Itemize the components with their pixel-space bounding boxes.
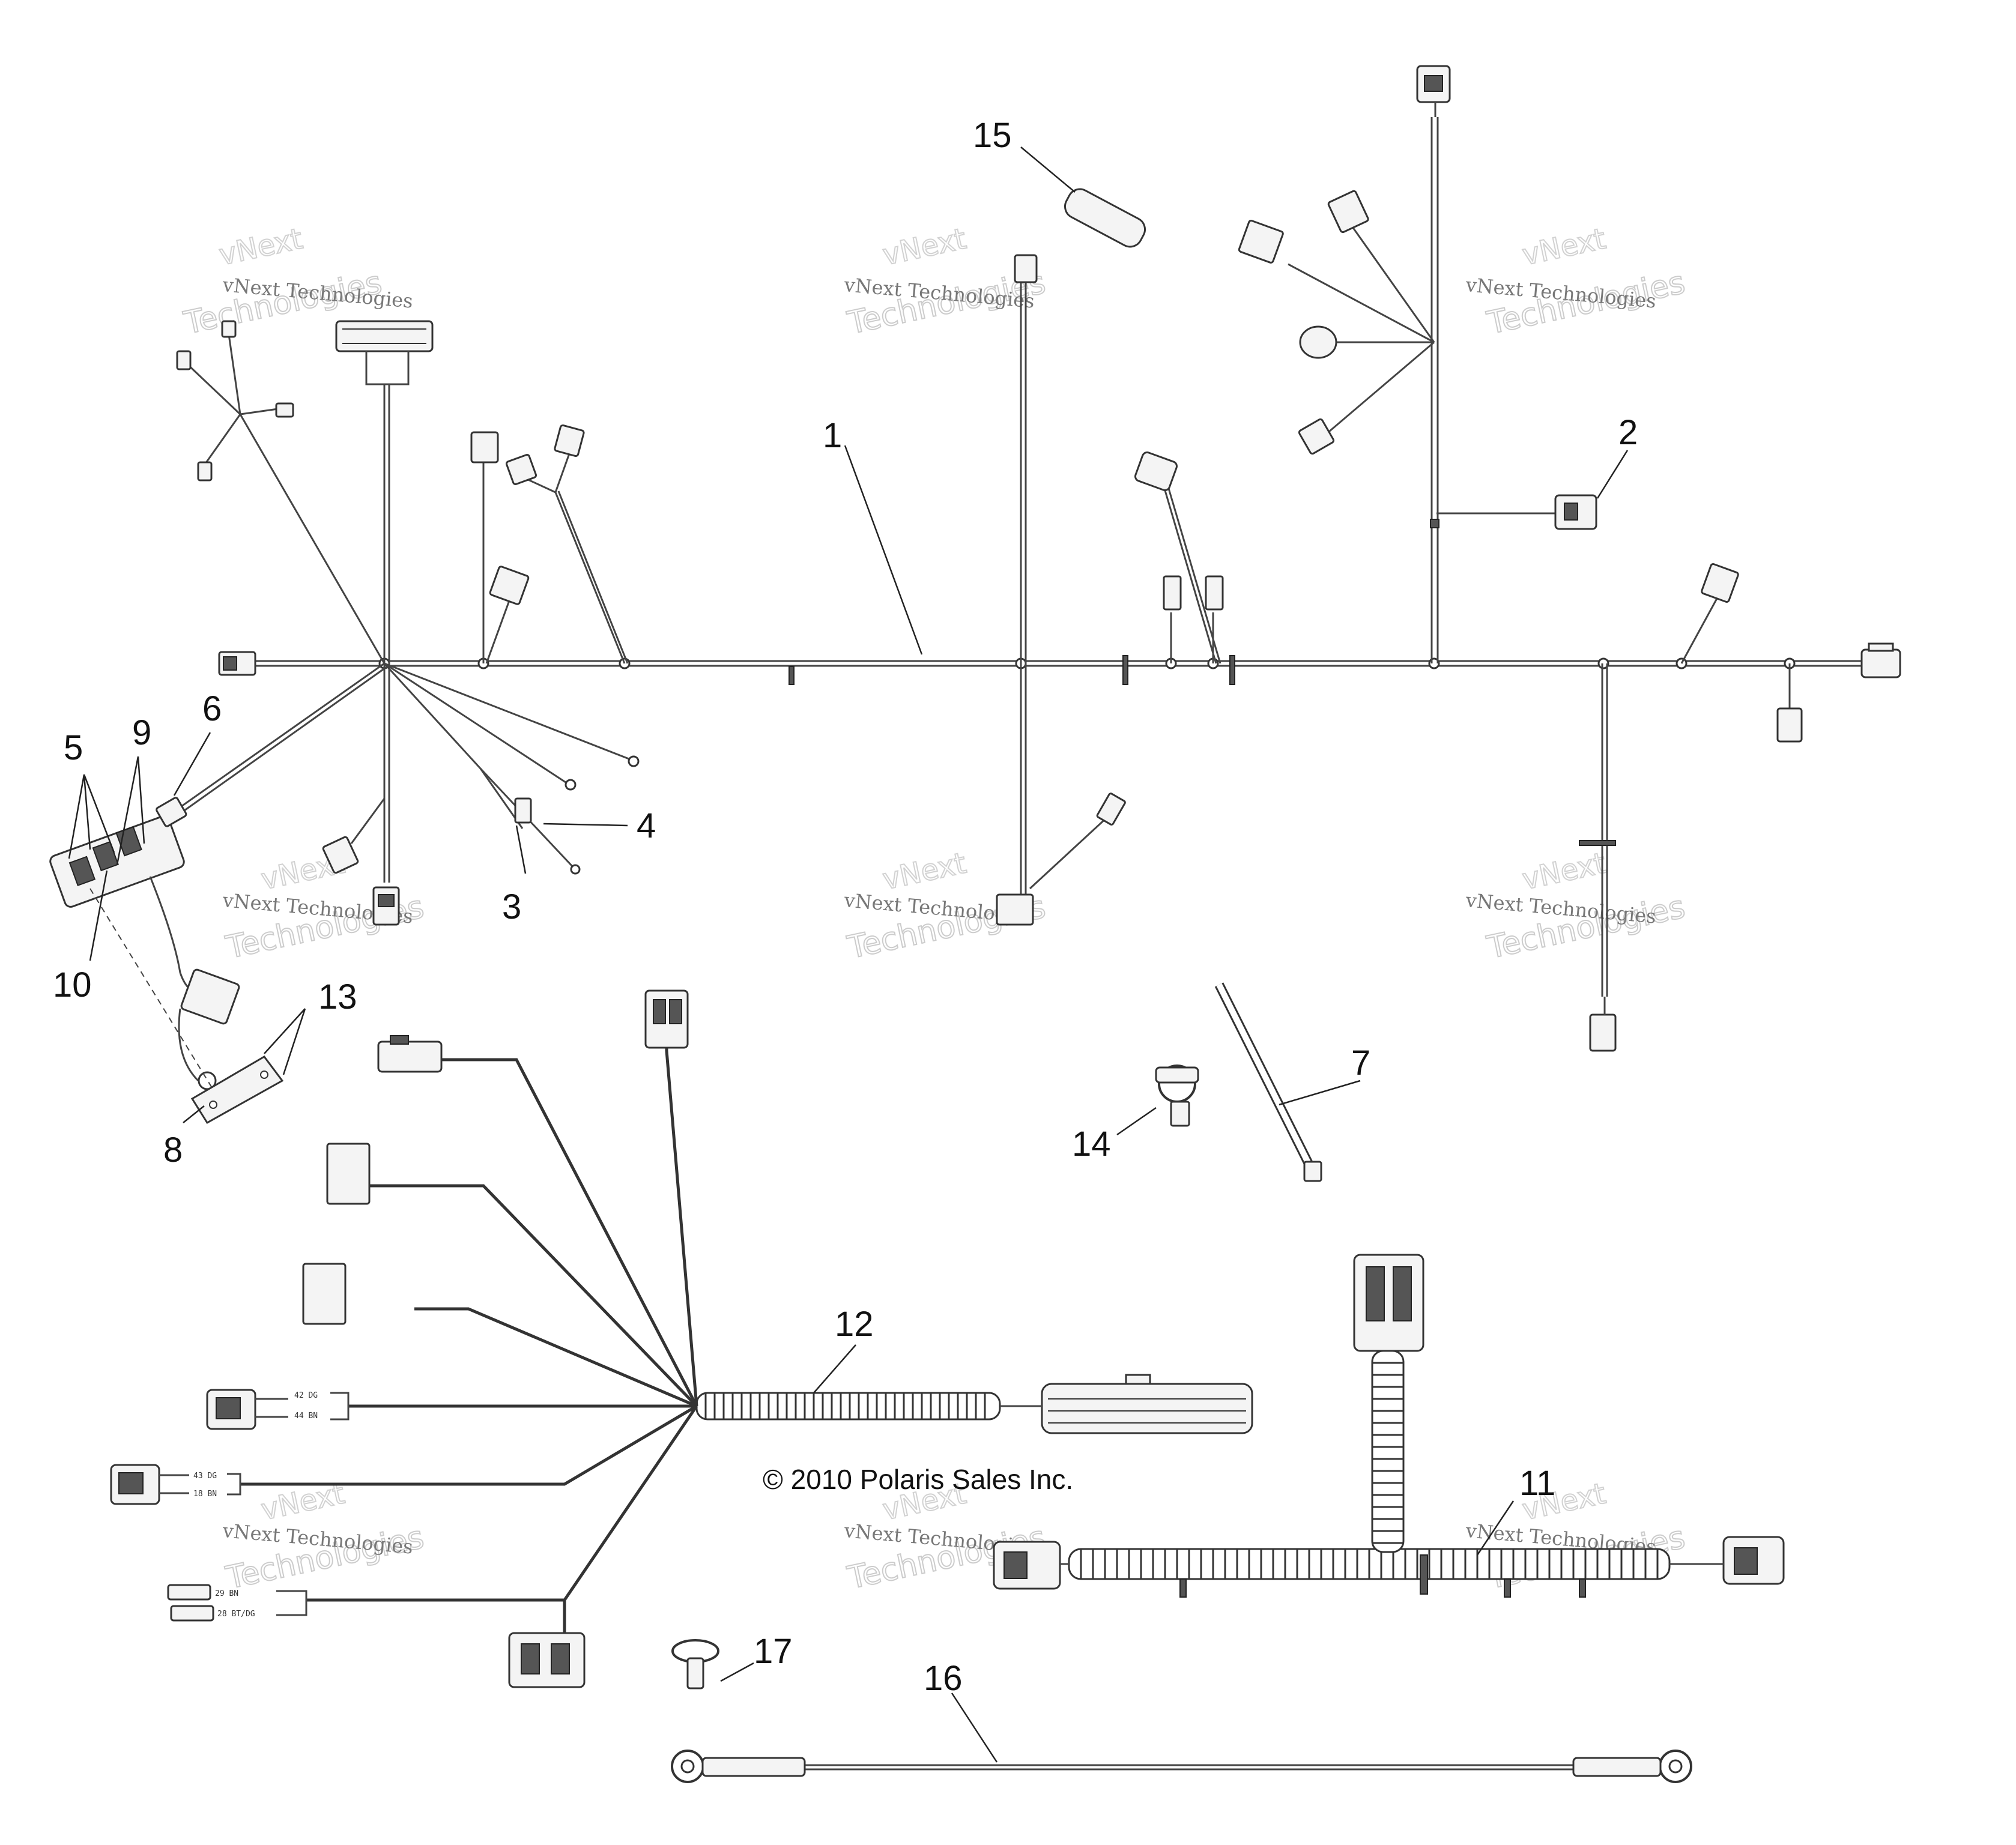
- wire-label: 44 BN: [294, 1412, 318, 1421]
- connector-small-2: [197, 461, 213, 482]
- copyright-text: © 2010 Polaris Sales Inc.: [763, 1464, 1073, 1495]
- item-12-harness: 42 DG 44 BN 43 DG 18 BN 29 BN 28 BT/DG: [110, 989, 1253, 1688]
- connector-branch-left: [322, 836, 359, 874]
- wire-label: 43 DG: [193, 1472, 217, 1481]
- connector-small-1: [176, 350, 192, 370]
- watermark-line1: vNext: [880, 846, 969, 896]
- relay: [180, 968, 240, 1025]
- item-11-convoluted-tube: [1068, 1548, 1671, 1580]
- item-16-ground-strap: [671, 1750, 1692, 1783]
- terminal-12g-b: [170, 1605, 214, 1622]
- callout-12: 12: [835, 1305, 874, 1344]
- watermark-line1: vNext: [216, 222, 306, 272]
- wire-label: 18 BN: [193, 1490, 217, 1499]
- connector-11-top: [1353, 1254, 1424, 1352]
- item-15-sleeve: [1064, 188, 1146, 248]
- fuse-block-12d: [302, 1263, 347, 1325]
- connector-right-end: [1860, 648, 1901, 678]
- connector-small-3: [275, 402, 294, 418]
- callout-17: 17: [754, 1632, 793, 1671]
- item-17-screw: [671, 1639, 719, 1689]
- callout-11: 11: [1519, 1464, 1555, 1503]
- connector-12h: [508, 1632, 586, 1688]
- terminal-12g-a: [167, 1584, 211, 1601]
- ecu-connector-large: [1041, 1383, 1253, 1434]
- callout-3: 3: [502, 887, 521, 926]
- connector-fan-a: [514, 797, 532, 824]
- connector-branch-805: [470, 431, 499, 464]
- watermark-line1: vNext: [1519, 846, 1609, 896]
- callout-7: 7: [1351, 1043, 1370, 1083]
- callout-14: 14: [1072, 1125, 1111, 1164]
- main-harness: [49, 65, 1901, 1125]
- item-7-cable-tie: [1214, 982, 1322, 1182]
- callout-2: 2: [1618, 413, 1638, 452]
- callout-6: 6: [202, 689, 222, 728]
- item-12-convoluted-tube: [695, 1392, 1001, 1421]
- wire-label: 28 BT/DG: [217, 1610, 255, 1619]
- callout-numbers: 1 2 3 4 5 6 7 8 9 10 11 12 13 14 15 16 1…: [53, 116, 1638, 1698]
- watermark-line1: vNext: [880, 222, 969, 272]
- callout-leaders: [68, 146, 1629, 1763]
- connector-item-right-bottom: [1589, 1013, 1617, 1052]
- item-11-vertical-tube: [1371, 1350, 1405, 1553]
- callout-1: 1: [823, 416, 842, 455]
- ecu-connector-top: [335, 320, 434, 352]
- callout-8: 8: [163, 1131, 183, 1170]
- callout-16: 16: [924, 1659, 963, 1698]
- fuse-block-12c: [326, 1143, 371, 1205]
- connector-center-bottom: [996, 893, 1034, 926]
- callout-5: 5: [64, 728, 83, 767]
- connector-center-top: [1014, 254, 1038, 283]
- watermark-line1: vNext: [1519, 222, 1609, 272]
- callout-9: 9: [132, 713, 151, 752]
- callout-15: 15: [973, 116, 1012, 155]
- item-14-clip: [1155, 1064, 1199, 1127]
- connector-oval: [1134, 451, 1178, 491]
- connector-12a: [377, 1040, 443, 1073]
- item-11-harness: [993, 1254, 1785, 1598]
- wire-label: 29 BN: [215, 1589, 238, 1598]
- wire-label: 42 DG: [294, 1391, 318, 1400]
- callout-10: 10: [53, 965, 92, 1004]
- callout-4: 4: [637, 806, 656, 845]
- callout-13: 13: [318, 977, 357, 1016]
